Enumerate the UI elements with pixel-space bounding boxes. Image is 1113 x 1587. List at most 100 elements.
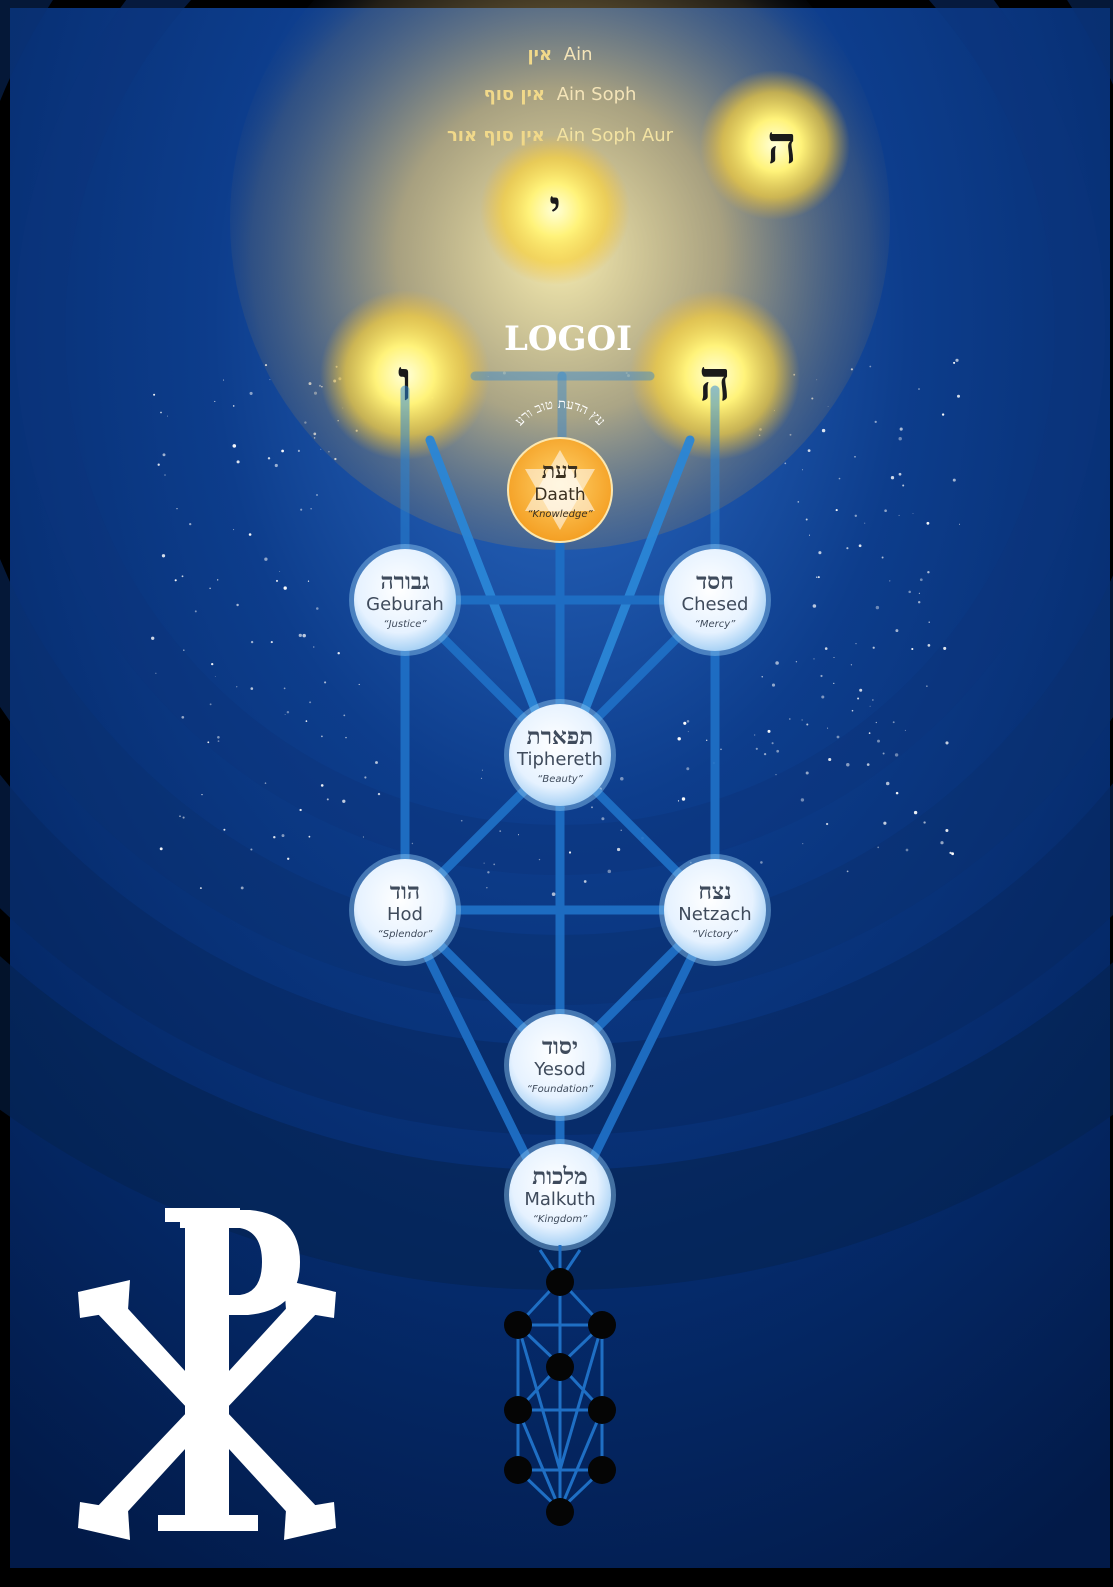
- star: [195, 610, 197, 612]
- star: [789, 718, 791, 720]
- star: [896, 792, 899, 795]
- star: [320, 449, 321, 450]
- netzach-meaning: “Victory”: [692, 929, 739, 940]
- star: [345, 737, 346, 738]
- star: [833, 657, 834, 658]
- star: [957, 395, 960, 398]
- star: [677, 737, 680, 740]
- star: [768, 730, 771, 733]
- star: [806, 723, 808, 725]
- star: [905, 730, 906, 731]
- star: [876, 722, 877, 723]
- star: [801, 798, 804, 801]
- star: [249, 533, 252, 536]
- star: [493, 864, 495, 866]
- star: [412, 843, 413, 844]
- star: [859, 689, 862, 692]
- star: [678, 800, 679, 801]
- star: [820, 675, 822, 677]
- star: [151, 637, 154, 640]
- star: [784, 463, 786, 465]
- star: [855, 643, 856, 644]
- hod-hebrew: הוד: [390, 878, 420, 905]
- star: [884, 509, 887, 512]
- star: [158, 464, 160, 466]
- star: [281, 450, 284, 453]
- star: [911, 648, 913, 650]
- star: [929, 622, 930, 623]
- star: [337, 652, 339, 654]
- star: [310, 508, 311, 509]
- star: [271, 641, 273, 643]
- star: [825, 647, 828, 650]
- star: [762, 676, 763, 677]
- star: [923, 821, 925, 823]
- star: [218, 740, 220, 742]
- daath-hebrew: דעת: [542, 458, 578, 484]
- star: [183, 817, 185, 819]
- star: [518, 834, 519, 835]
- star: [233, 405, 235, 407]
- star: [284, 688, 286, 690]
- star: [813, 658, 814, 659]
- star: [189, 523, 191, 525]
- star: [620, 777, 624, 781]
- letter-yod: י: [549, 182, 561, 233]
- star: [806, 771, 809, 774]
- star: [591, 806, 593, 808]
- star: [569, 851, 571, 853]
- star: [837, 736, 840, 739]
- netzach-hebrew: נצח: [698, 878, 731, 905]
- star: [876, 606, 879, 609]
- star: [869, 366, 871, 368]
- star: [608, 870, 612, 874]
- star: [209, 588, 210, 589]
- star: [854, 456, 856, 458]
- star: [287, 711, 289, 713]
- star: [940, 841, 943, 844]
- star: [378, 793, 380, 795]
- star: [816, 576, 817, 577]
- star: [899, 473, 902, 476]
- star: [872, 699, 873, 700]
- star: [287, 858, 289, 860]
- star: [949, 852, 951, 854]
- star: [237, 460, 240, 463]
- star: [920, 578, 923, 581]
- star: [914, 811, 917, 814]
- star: [164, 474, 166, 476]
- star: [269, 379, 270, 380]
- star: [867, 763, 870, 766]
- star: [155, 673, 156, 674]
- star: [539, 859, 540, 860]
- star: [499, 830, 501, 832]
- star: [487, 871, 489, 873]
- star: [756, 748, 758, 750]
- star: [899, 515, 900, 516]
- star: [183, 649, 185, 651]
- star: [210, 703, 212, 705]
- star: [250, 392, 253, 395]
- star: [882, 557, 884, 559]
- star: [959, 524, 960, 525]
- star: [797, 501, 799, 503]
- star: [943, 647, 946, 650]
- star: [481, 778, 482, 779]
- hod-meaning: “Splendor”: [378, 929, 434, 940]
- star: [873, 647, 875, 649]
- star: [919, 593, 920, 594]
- geburah-name: Geburah: [366, 594, 444, 615]
- geburah-meaning: “Justice”: [383, 619, 427, 630]
- star: [215, 676, 216, 677]
- star: [363, 836, 364, 837]
- letter-he-upper: ה: [767, 115, 797, 176]
- star: [160, 847, 163, 850]
- star: [796, 661, 797, 662]
